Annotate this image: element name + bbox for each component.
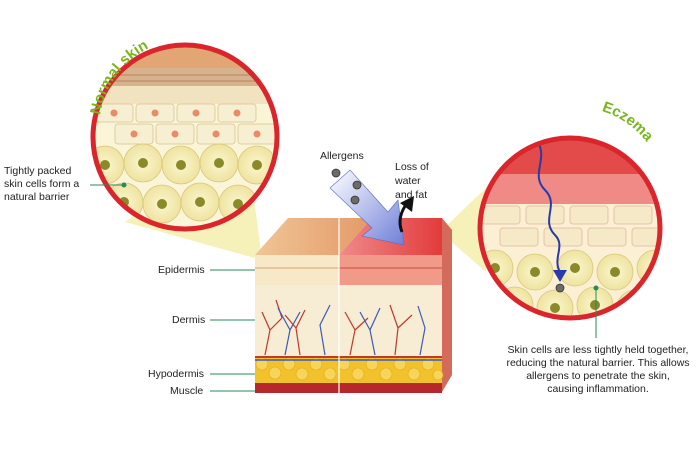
epidermis-right — [339, 255, 442, 285]
skin-block — [255, 218, 452, 393]
zoom-leader-right — [440, 182, 492, 272]
eczema-title: Eczema — [600, 99, 657, 146]
right-note-line-2: reducing the natural barrier. This allow… — [506, 357, 690, 370]
muscle-layer — [255, 383, 442, 393]
right-note-line-1: Skin cells are less tightly held togethe… — [507, 344, 689, 356]
loss-line-1: Loss of — [395, 161, 429, 173]
eczema-zoom: Eczema — [477, 99, 663, 321]
normal-skin-zoom: Normal skin — [87, 37, 280, 232]
epidermis-label: Epidermis — [158, 264, 205, 276]
allergen-particle-icon — [331, 168, 362, 205]
left-note-line-2: skin cells form a — [4, 178, 80, 191]
allergens-label: Allergens — [320, 150, 364, 162]
dermis-label: Dermis — [172, 314, 206, 326]
left-note-line-1: Tightly packed — [4, 165, 72, 177]
normal-skin-note: Tightly packed skin cells form a natural… — [4, 165, 84, 204]
skin-side-face — [442, 218, 452, 392]
loss-line-2: water — [395, 175, 421, 188]
loss-line-3: and fat — [395, 189, 428, 202]
eczema-note: Skin cells are less tightly held togethe… — [500, 344, 696, 397]
allergen-path — [537, 141, 561, 273]
epidermis-left — [255, 255, 339, 285]
right-note-line-3: allergens to penetrate the skin, — [526, 370, 670, 383]
left-note-line-3: natural barrier — [4, 191, 70, 204]
loss-label: Loss of water and fat — [395, 160, 429, 203]
muscle-label: Muscle — [170, 385, 204, 397]
skin-top-left — [255, 218, 372, 255]
right-note-line-4: causing inflammation. — [547, 383, 649, 396]
pointer-lines — [90, 184, 597, 392]
hypodermis-label: Hypodermis — [148, 368, 205, 380]
dermis-layer — [255, 285, 442, 357]
